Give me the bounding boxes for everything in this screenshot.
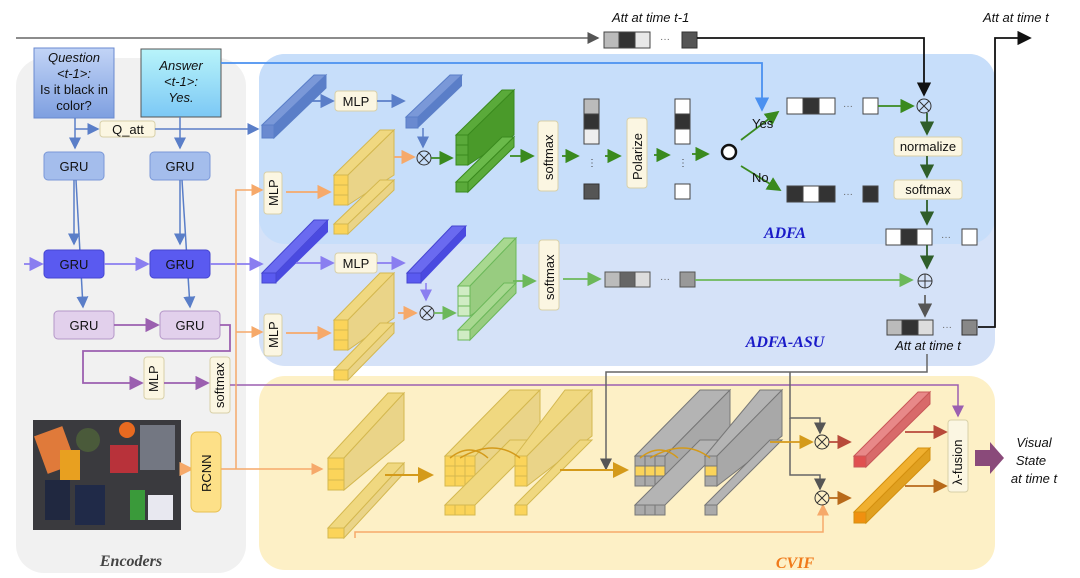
input-image: [33, 420, 181, 530]
normalize-box: [893, 136, 963, 157]
asu-mlp-visual: [263, 313, 283, 357]
polarized-attention-vector: ⋮: [674, 98, 691, 200]
visual-feature-stack: [332, 128, 396, 236]
polarize-box: [626, 117, 648, 189]
svg-text:···: ···: [843, 101, 853, 112]
yes-label: Yes: [752, 116, 774, 131]
svg-text:softmax: softmax: [542, 254, 557, 300]
adfa-output-vector: ···: [885, 228, 978, 246]
svg-text:Q_att: Q_att: [112, 122, 144, 137]
svg-text:Answer: Answer: [158, 58, 203, 73]
encoder-mlp: [143, 356, 165, 400]
svg-text:···: ···: [660, 34, 670, 45]
cvif-title: CVIF: [776, 555, 815, 572]
adfa-mlp-visual: [263, 171, 283, 215]
svg-text:RCNN: RCNN: [199, 454, 214, 492]
multiply-op-prev-att: [916, 98, 932, 114]
svg-text:MLP: MLP: [343, 256, 370, 271]
svg-text:MLP: MLP: [266, 179, 281, 206]
answer-projected-bar: [405, 225, 468, 284]
asu-softmax: [538, 239, 560, 311]
svg-text:Yes.: Yes.: [168, 90, 193, 105]
yes-attention-vector: ···: [786, 97, 879, 115]
svg-text:Question: Question: [48, 50, 100, 65]
adfa-asu-title: ADFA-ASU: [745, 334, 826, 351]
svg-text:<t-1>:: <t-1>:: [57, 66, 91, 81]
lambda-fusion-box: [947, 419, 969, 493]
svg-text:normalize: normalize: [900, 139, 956, 154]
output-label-line2: State: [1016, 453, 1046, 468]
svg-text:λ-fusion: λ-fusion: [950, 439, 965, 485]
svg-text:MLP: MLP: [146, 365, 161, 392]
no-label: No: [752, 170, 769, 185]
svg-text:···: ···: [941, 232, 951, 243]
svg-text:⋮: ⋮: [678, 158, 688, 169]
cvif-panel: [259, 376, 995, 570]
fused-feature-stack: [454, 88, 516, 194]
svg-text:GRU: GRU: [60, 257, 89, 272]
svg-text:⋮: ⋮: [587, 158, 597, 169]
relation-aware-feature-bar: [852, 390, 932, 469]
asu-att-label: Att at time t: [894, 338, 962, 353]
cvif-visual-feature-stack: [326, 391, 406, 540]
softmax-attention-vector: ⋮: [583, 98, 600, 200]
adfa-softmax: [537, 120, 559, 192]
svg-text:Polarize: Polarize: [630, 133, 645, 180]
svg-text:MLP: MLP: [343, 94, 370, 109]
rcnn-box: [190, 431, 222, 513]
asu-attention-vector: ···: [604, 271, 696, 288]
att-curr-label: Att at time t: [982, 10, 1050, 25]
switch-op: [720, 143, 738, 161]
cvif-relation-grid: [443, 388, 594, 516]
svg-text:color?: color?: [56, 98, 91, 113]
adfa-softmax-2: [893, 179, 963, 200]
svg-text:GRU: GRU: [166, 159, 195, 174]
cvif-attended-grid: [633, 388, 784, 516]
att-prev-label: Att at time t-1: [611, 10, 689, 25]
svg-text:softmax: softmax: [541, 134, 556, 180]
svg-text:···: ···: [843, 189, 853, 200]
output-label-line3: at time t: [1011, 471, 1059, 486]
output-label-line1: Visual: [1016, 435, 1052, 450]
answer-embedding-bar: [260, 219, 330, 284]
svg-text:softmax: softmax: [212, 362, 227, 408]
svg-text:GRU: GRU: [176, 318, 205, 333]
svg-text:Is it black in: Is it black in: [40, 82, 108, 97]
answer-aware-feature-bar: [852, 446, 932, 525]
question-projected-bar: [404, 74, 464, 129]
no-attention-vector: ···: [786, 185, 879, 203]
svg-text:GRU: GRU: [166, 257, 195, 272]
svg-text:···: ···: [660, 274, 670, 285]
svg-text:MLP: MLP: [266, 321, 281, 348]
svg-text:<t-1>:: <t-1>:: [164, 74, 198, 89]
asu-visual-feature-stack: [332, 271, 396, 382]
question-embedding-bar: [260, 73, 328, 140]
svg-text:GRU: GRU: [70, 318, 99, 333]
answer-box: Answer <t-1>: Yes.: [140, 48, 222, 118]
question-box: Question <t-1>: Is it black in color?: [33, 47, 115, 119]
svg-text:softmax: softmax: [905, 182, 951, 197]
final-attention-vector: ···: [886, 319, 978, 336]
svg-text:···: ···: [942, 322, 952, 333]
att-prev-vector: ···: [603, 31, 698, 49]
asu-fused-feature-stack: [456, 236, 518, 342]
svg-text:GRU: GRU: [60, 159, 89, 174]
adfa-title: ADFA: [763, 225, 806, 242]
encoders-title: Encoders: [99, 553, 162, 570]
output-arrow: [975, 442, 1004, 474]
